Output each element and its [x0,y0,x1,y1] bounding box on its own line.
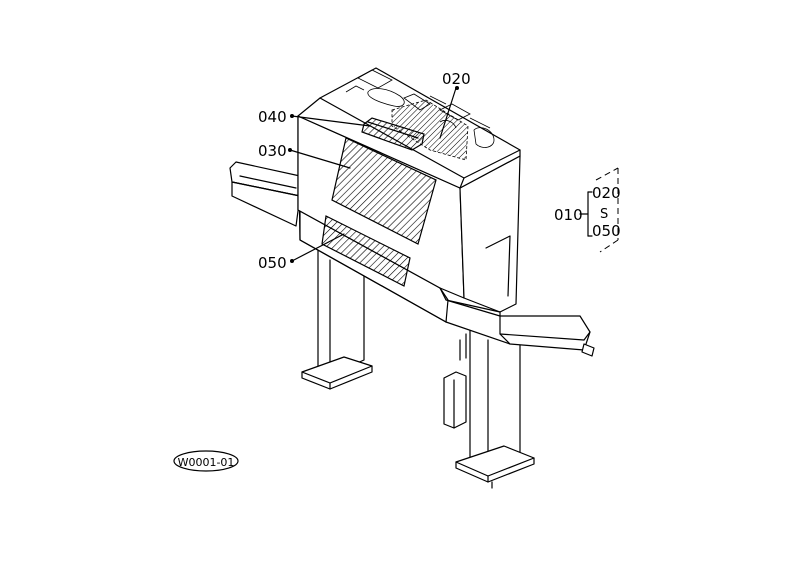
bracket-legend: 010 020 S 050 [554,167,621,253]
callout-050-left: 050 [258,254,287,272]
top-panel-details [345,69,495,161]
right-leg [443,325,535,489]
callout-020-top: 020 [442,70,471,88]
leader-lines [288,86,459,263]
figure-code-badge: W0001-01 [173,450,239,472]
callout-040: 040 [258,108,287,126]
callout-030: 030 [258,142,287,160]
right-handle [445,299,595,357]
callout-050-bracket: 050 [592,222,621,240]
left-handle [229,161,301,227]
range-symbol: S [600,207,608,222]
figure-code: W0001-01 [178,456,235,469]
callout-020-bracket: 020 [592,184,621,202]
label-030-decal [331,137,437,245]
callout-010: 010 [554,206,583,224]
left-leg [301,244,373,390]
